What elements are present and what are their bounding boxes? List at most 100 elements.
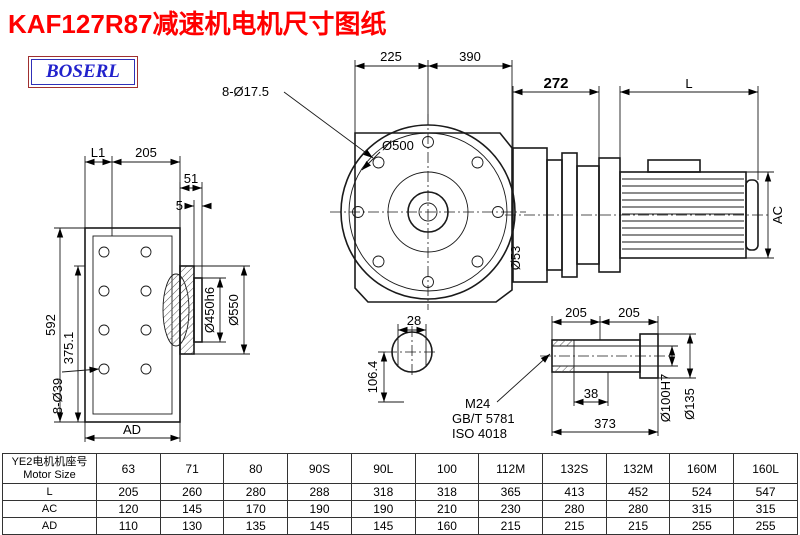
cell: 318: [414, 483, 480, 501]
cell: 145: [287, 517, 352, 535]
size-col-header: 63: [96, 453, 161, 484]
dim-5: 5: [176, 198, 183, 213]
cell: 280: [542, 500, 607, 518]
motor-size-header-cn: YE2电机机座号: [11, 455, 88, 468]
cell: 260: [159, 483, 225, 501]
dim-375-1: 375.1: [61, 332, 76, 365]
size-col-header: 90S: [287, 453, 352, 484]
dim-225: 225: [380, 49, 402, 64]
dim-272: 272: [543, 75, 568, 92]
size-col-header: 132S: [542, 453, 607, 484]
cell: 215: [542, 517, 607, 535]
motor-size-header-en: Motor Size: [23, 468, 76, 481]
size-col-header: 132M: [605, 453, 671, 484]
boserl-logo: BOSERL: [28, 56, 138, 88]
row-label-AC: AC: [2, 500, 97, 518]
dim-38: 38: [584, 386, 598, 401]
dim-390: 390: [459, 49, 481, 64]
size-col-header: 112M: [478, 453, 544, 484]
cell: 190: [287, 500, 352, 518]
dim-d450h6: Ø450h6: [202, 287, 217, 333]
dim-28: 28: [407, 313, 421, 328]
cell: 145: [159, 500, 225, 518]
motor-dimensions: 272 L AC: [512, 75, 785, 259]
cell: 315: [733, 500, 798, 518]
output-flange-edge: [179, 265, 195, 355]
housing-outline: [354, 132, 513, 303]
size-col-header: 71: [159, 453, 225, 484]
boserl-logo-text: BOSERL: [31, 59, 135, 85]
dim-ad: AD: [123, 422, 141, 437]
left-side-view-dimensions: L1 205 51 5 592 375.1 8-Ø39: [43, 145, 250, 442]
label-m24: M24: [465, 396, 490, 411]
cell: 190: [350, 500, 416, 518]
label-gb-5781: GB/T 5781: [452, 411, 515, 426]
motor-size-header: YE2电机机座号 Motor Size: [2, 453, 97, 484]
fan-cover: [745, 179, 759, 251]
dim-106-4: 106.4: [365, 361, 380, 394]
size-col-header: 80: [223, 453, 289, 484]
cell: 365: [478, 483, 544, 501]
cell: 215: [478, 517, 544, 535]
shaft-detail-dimensions: 205 205 M24 GB/T 5781 ISO 4018 38 373 Ø1…: [452, 305, 697, 441]
dim-373: 373: [594, 416, 616, 431]
cell: 135: [223, 517, 289, 535]
front-view-dimensions: 225 390 8-Ø17.5 Ø500 Ø53: [222, 49, 523, 270]
dim-205-b: 205: [618, 305, 640, 320]
row-label-L: L: [2, 483, 97, 501]
label-iso-4018: ISO 4018: [452, 426, 507, 441]
dim-205-a: 205: [565, 305, 587, 320]
table-row-AD: AD 110 130 135 145 145 160 215 215 215 2…: [2, 517, 798, 535]
size-col-header: 90L: [350, 453, 416, 484]
cell: 255: [669, 517, 735, 535]
dim-d550: Ø550: [226, 294, 241, 326]
cell: 452: [605, 483, 671, 501]
table-row-L: L 205 260 280 288 318 318 365 413 452 52…: [2, 483, 798, 501]
dim-d53: Ø53: [508, 246, 523, 271]
cell: 255: [733, 517, 798, 535]
cell: 145: [350, 517, 416, 535]
dim-d100h7: Ø100H7: [658, 374, 673, 422]
motor-size-table: YE2电机机座号 Motor Size 63 71 80 90S 90L 100…: [2, 453, 798, 535]
table-row-AC: AC 120 145 170 190 190 210 230 280 280 3…: [2, 500, 798, 518]
terminal-box: [647, 159, 701, 173]
size-col-header: 160M: [669, 453, 735, 484]
cell: 120: [96, 500, 161, 518]
cell: 215: [605, 517, 671, 535]
dim-d500: Ø500: [382, 138, 414, 153]
cell: 318: [350, 483, 416, 501]
size-col-header: 160L: [733, 453, 798, 484]
cell: 130: [159, 517, 225, 535]
page-title: KAF127R87减速机电机尺寸图纸: [8, 9, 387, 39]
cell: 280: [605, 500, 671, 518]
cell: 170: [223, 500, 289, 518]
cell: 160: [414, 517, 480, 535]
dim-592: 592: [43, 314, 58, 336]
dim-205-top: 205: [135, 145, 157, 160]
front-view: [330, 114, 526, 310]
left-side-view: [84, 227, 203, 423]
dim-d135: Ø135: [682, 388, 697, 420]
cell: 280: [223, 483, 289, 501]
dim-L: L: [685, 76, 692, 91]
size-col-header: 100: [414, 453, 480, 484]
cell: 524: [669, 483, 735, 501]
dim-8-d17-5: 8-Ø17.5: [222, 84, 269, 99]
cell: 230: [478, 500, 544, 518]
cell: 547: [733, 483, 798, 501]
shaft-end-view: 28 106.4: [365, 313, 438, 403]
dim-ac: AC: [770, 206, 785, 224]
cell: 205: [96, 483, 161, 501]
shaft-collar: [639, 333, 659, 379]
dim-8-d39: 8-Ø39: [50, 378, 65, 414]
shaft-detail-view: [540, 333, 672, 379]
flange-spigot: [193, 277, 203, 343]
cell: 210: [414, 500, 480, 518]
motor-side-view: [505, 147, 770, 283]
cell: 315: [669, 500, 735, 518]
cell: 288: [287, 483, 352, 501]
table-header-row: YE2电机机座号 Motor Size 63 71 80 90S 90L 100…: [2, 453, 798, 484]
cell: 110: [96, 517, 161, 535]
